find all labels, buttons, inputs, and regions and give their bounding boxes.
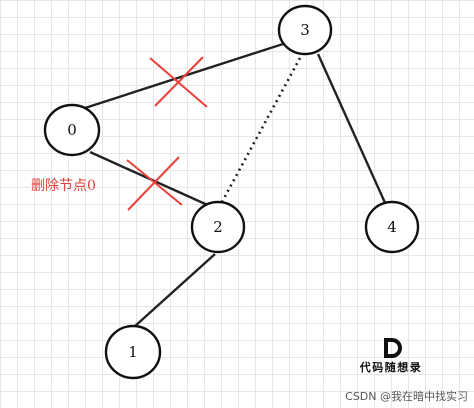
edge-2-1 [133, 253, 216, 328]
delete-node-annotation: 删除节点0 [31, 178, 96, 194]
node-1: 1 [104, 324, 162, 380]
node-2: 2 [190, 200, 246, 254]
brand-name: 代码随想录 [359, 360, 423, 374]
edge-3-2-dotted [220, 57, 302, 203]
brand-logo-icon [384, 338, 402, 358]
csdn-credit: CSDN @我在暗中找实习 [345, 389, 468, 403]
node-4: 4 [364, 200, 420, 254]
cross-mark-edge-3-0 [149, 56, 208, 108]
node-3-label: 3 [300, 21, 310, 39]
node-4-label: 4 [387, 218, 397, 236]
brand-logo: 代码随想录 [359, 338, 423, 374]
node-3: 3 [277, 4, 333, 56]
node-1-label: 1 [128, 343, 138, 361]
cross-mark-edge-0-2 [126, 156, 183, 211]
node-0-label: 0 [67, 121, 77, 139]
node-0: 0 [43, 103, 101, 157]
node-2-label: 2 [213, 218, 223, 236]
edge-3-4 [316, 53, 388, 206]
